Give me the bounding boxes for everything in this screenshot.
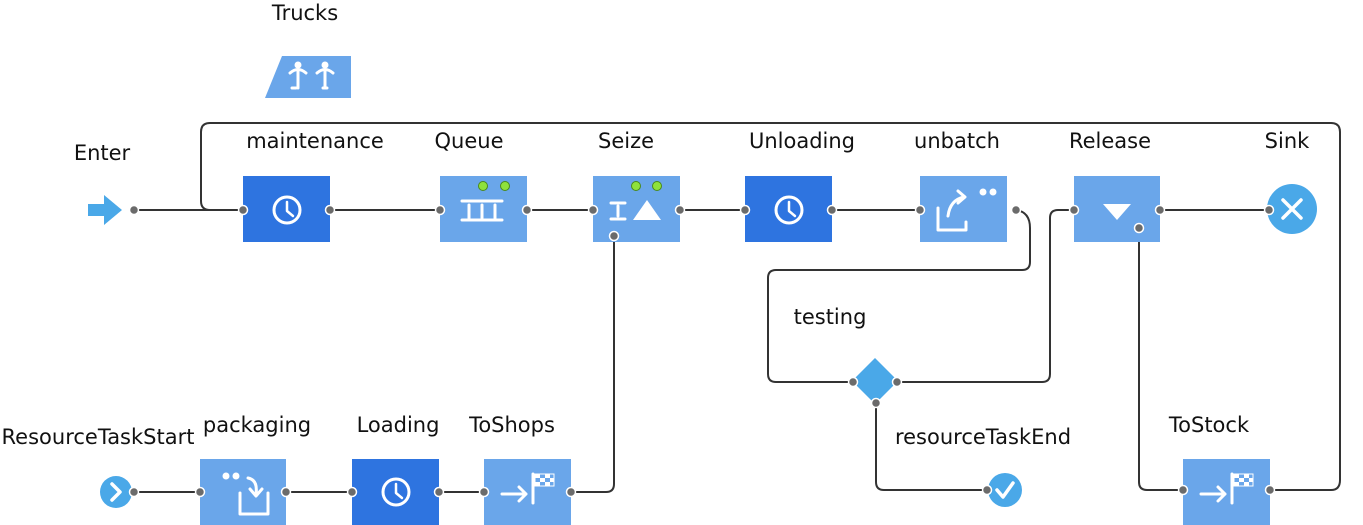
resource-task-start-label: ResourceTaskStart — [2, 425, 195, 449]
unloading-label: Unloading — [749, 129, 855, 153]
release-bottom-port[interactable] — [1133, 222, 1145, 234]
task-end-circle — [988, 473, 1022, 507]
release-in-port[interactable] — [1068, 204, 1080, 216]
connectors — [134, 122, 1341, 493]
unbatch-label: unbatch — [914, 129, 1000, 153]
queue-indicator-light — [500, 181, 510, 191]
testing-label: testing — [794, 305, 867, 329]
trucks-block[interactable]: Trucks — [265, 1, 351, 98]
sink-in-port[interactable] — [1263, 204, 1275, 216]
seize-label: Seize — [598, 129, 654, 153]
seize-out-port[interactable] — [674, 204, 686, 216]
trucks-label: Trucks — [271, 1, 338, 25]
queue-out-port[interactable] — [521, 204, 533, 216]
task-start-circle — [100, 476, 132, 508]
seize-icon — [609, 200, 661, 221]
maintenance-in-port[interactable] — [237, 204, 249, 216]
chevron-right-icon — [110, 482, 122, 502]
unbatch-out-port[interactable] — [1010, 204, 1022, 216]
connector-maintenance-loop — [200, 122, 1341, 491]
testing-false-port[interactable] — [870, 397, 882, 409]
queue-label: Queue — [435, 129, 504, 153]
unbatch-block[interactable]: unbatch — [914, 129, 1022, 242]
queue-indicator-light — [478, 181, 488, 191]
seize-indicator-light — [631, 181, 641, 191]
tostock-out-port[interactable] — [1264, 484, 1276, 496]
connector-testing-release — [897, 209, 1074, 383]
seize-in-port[interactable] — [587, 204, 599, 216]
connector-unbatch-testing — [767, 209, 1031, 383]
resource-pool-glyph — [288, 61, 335, 90]
unloading-out-port[interactable] — [826, 204, 838, 216]
release-label: Release — [1069, 129, 1151, 153]
loading-out-port[interactable] — [433, 486, 445, 498]
clock-icon — [272, 195, 302, 225]
loading-in-port[interactable] — [346, 486, 358, 498]
enter-out-port[interactable] — [128, 204, 140, 216]
check-icon — [995, 481, 1015, 499]
seize-block[interactable]: Seize — [587, 129, 686, 242]
tostock-label: ToStock — [1168, 413, 1250, 437]
maintenance-out-port[interactable] — [324, 204, 336, 216]
queue-block[interactable]: Queue — [434, 129, 533, 242]
enter-block[interactable]: Enter — [74, 141, 140, 225]
toshops-box — [484, 459, 571, 525]
toshops-block[interactable]: ToShops — [468, 413, 577, 525]
connector-release-tostock — [1138, 228, 1183, 491]
batch-icon — [222, 472, 270, 516]
unloading-block[interactable]: Unloading — [739, 129, 856, 242]
resource-task-end-label: resourceTaskEnd — [895, 425, 1071, 449]
packaging-block[interactable]: packaging — [194, 413, 312, 525]
unbatch-in-port[interactable] — [914, 204, 926, 216]
tostock-block[interactable]: ToStock — [1168, 413, 1276, 525]
release-out-port[interactable] — [1154, 204, 1166, 216]
unbatch-box — [920, 176, 1007, 242]
enter-arrow-icon — [88, 195, 122, 225]
packaging-in-port[interactable] — [194, 486, 206, 498]
loading-label: Loading — [357, 413, 440, 437]
resource-pool-icon — [265, 56, 351, 98]
tostock-in-port[interactable] — [1177, 484, 1189, 496]
connector-testing-taskend — [875, 403, 987, 491]
clock-icon — [381, 477, 411, 507]
packaging-label: packaging — [203, 413, 311, 437]
tostock-box — [1183, 459, 1270, 525]
toshops-in-port[interactable] — [478, 486, 490, 498]
seize-indicator-light — [652, 181, 662, 191]
queue-icon — [460, 199, 504, 222]
sink-block[interactable]: Sink — [1263, 129, 1318, 234]
diamond-icon — [852, 358, 898, 404]
release-block[interactable]: Release — [1068, 129, 1166, 242]
clock-icon — [774, 195, 804, 225]
loading-block[interactable]: Loading — [346, 413, 445, 525]
unloading-in-port[interactable] — [739, 204, 751, 216]
release-icon — [1103, 204, 1131, 220]
packaging-out-port[interactable] — [280, 486, 292, 498]
resource-task-start-block[interactable]: ResourceTaskStart — [2, 425, 195, 508]
unbatch-icon — [936, 188, 997, 232]
testing-true-port[interactable] — [891, 376, 903, 388]
seize-bottom-port[interactable] — [608, 230, 620, 242]
toshops-out-port[interactable] — [565, 486, 577, 498]
sink-label: Sink — [1265, 129, 1310, 153]
resource-task-end-block[interactable]: resourceTaskEnd — [895, 425, 1071, 507]
enter-label: Enter — [74, 141, 131, 165]
move-to-flag-icon — [1199, 472, 1254, 505]
task-end-in-port[interactable] — [981, 484, 993, 496]
connector-toshops-seize — [571, 228, 615, 493]
toshops-label: ToShops — [468, 413, 555, 437]
testing-in-port[interactable] — [847, 376, 859, 388]
move-to-flag-icon — [500, 472, 555, 505]
task-start-out-port[interactable] — [128, 486, 140, 498]
testing-block[interactable]: testing — [794, 305, 903, 409]
sink-x-icon — [1281, 198, 1303, 220]
maintenance-label: maintenance — [246, 129, 384, 153]
maintenance-block[interactable]: maintenance — [237, 129, 384, 242]
queue-in-port[interactable] — [434, 204, 446, 216]
